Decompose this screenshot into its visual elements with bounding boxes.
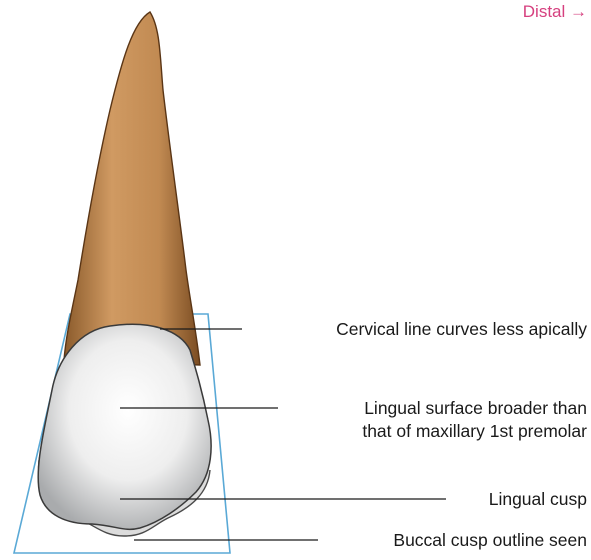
label-lingual-surface-line1: Lingual surface broader than xyxy=(0,397,587,419)
label-lingual-surface-line2: that of maxillary 1st premolar xyxy=(0,420,587,442)
label-lingual-cusp: Lingual cusp xyxy=(0,488,587,510)
root xyxy=(64,12,200,365)
label-buccal-cusp-outline: Buccal cusp outline seen xyxy=(0,529,587,551)
distal-direction-label: Distal → xyxy=(523,2,587,22)
label-cervical-line: Cervical line curves less apically xyxy=(0,318,587,340)
